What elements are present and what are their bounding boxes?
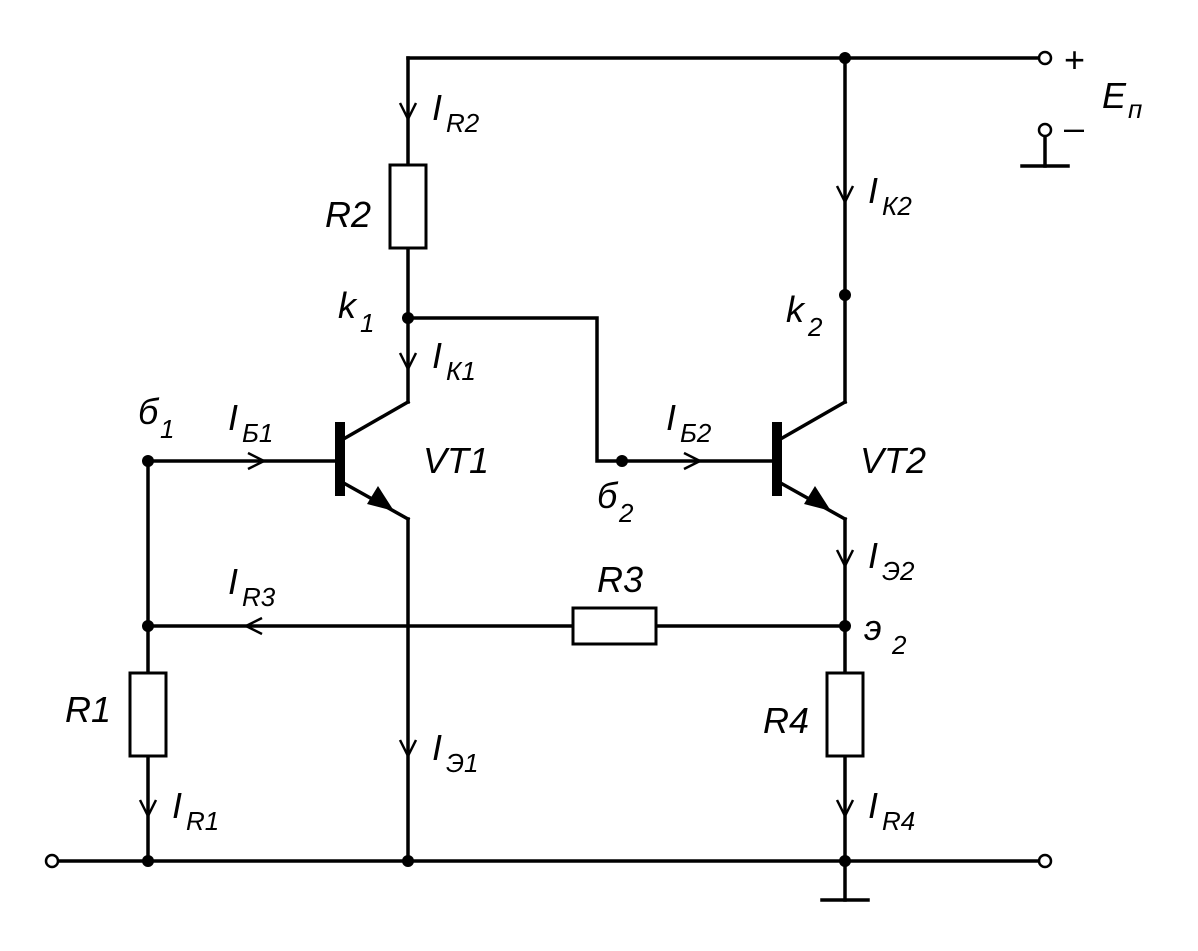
- label-vt2: VT2: [860, 440, 926, 481]
- arrow-ir4-icon: [835, 799, 855, 819]
- label-b1-main: б: [138, 391, 160, 432]
- label-k2-sub: 2: [807, 312, 823, 342]
- label-ib1-sub: Б1: [242, 418, 273, 448]
- label-supply-sub: п: [1128, 94, 1142, 124]
- resistor-r2: [388, 163, 428, 250]
- arrow-ik2-icon: [835, 185, 855, 205]
- label-ib1-main: I: [228, 397, 238, 438]
- arrow-ik1-icon: [398, 352, 418, 372]
- label-b2-sub: 2: [618, 498, 634, 528]
- label-ie2-main: I: [868, 535, 878, 576]
- label-b2-main: б: [597, 475, 619, 516]
- wires: [50, 56, 1070, 902]
- junction-e2: [839, 620, 851, 632]
- arrow-ib2-icon: [683, 451, 703, 471]
- junction-ground-mid: [402, 855, 414, 867]
- junction-k1: [402, 312, 414, 324]
- label-ir3-main: I: [228, 561, 238, 602]
- label-k1-sub: 1: [360, 308, 374, 338]
- terminal-minus: [1037, 122, 1053, 138]
- resistor-r4: [825, 671, 865, 758]
- label-ir4-sub: R4: [882, 806, 915, 836]
- wire-k1-to-b2: [406, 316, 624, 463]
- junction-b2: [616, 455, 628, 467]
- resistors: [128, 163, 865, 758]
- label-ik1-main: I: [432, 335, 442, 376]
- junction-ground-right: [839, 855, 851, 867]
- vt1-emitter-arrow-icon: [367, 486, 394, 511]
- label-ie2-sub: Э2: [882, 556, 915, 586]
- junction-ground-left: [142, 855, 154, 867]
- label-ib2-main: I: [666, 397, 676, 438]
- label-r1: R1: [65, 689, 111, 730]
- arrow-ir2-icon: [398, 102, 418, 122]
- label-b1-sub: 1: [160, 414, 174, 444]
- arrow-ie2-icon: [835, 549, 855, 569]
- label-ir3-sub: R3: [242, 582, 276, 612]
- resistor-r3: [571, 606, 658, 646]
- label-ib2-sub: Б2: [680, 418, 712, 448]
- vt2-emitter-arrow-icon: [804, 486, 831, 511]
- arrow-ib1-icon: [247, 451, 267, 471]
- label-ik2-main: I: [868, 170, 878, 211]
- label-e2-main: э: [864, 607, 882, 648]
- label-supply-minus: –: [1064, 107, 1084, 148]
- transistor-vt2: [772, 399, 848, 522]
- label-ir4-main: I: [868, 785, 878, 826]
- terminals: [44, 50, 1053, 869]
- label-ir1-sub: R1: [186, 806, 219, 836]
- label-k1-main: k: [338, 285, 358, 326]
- junction-rail: [839, 52, 851, 64]
- junction-r1-r3: [142, 620, 154, 632]
- labels: + – E п R2 R1 R4 R3 VT1 VT2 k 1 k 2 б 1 …: [65, 39, 1142, 836]
- label-ik1-sub: К1: [446, 356, 476, 386]
- label-supply-plus: +: [1064, 39, 1085, 80]
- current-arrows: [138, 102, 855, 819]
- vt2-collector-lead: [774, 399, 848, 444]
- arrow-ie1-icon: [398, 739, 418, 759]
- label-ir2-main: I: [432, 87, 442, 128]
- vt1-collector-lead: [337, 399, 411, 444]
- junctions: [142, 52, 851, 867]
- label-r3: R3: [597, 559, 643, 600]
- label-r4: R4: [763, 700, 809, 741]
- label-ir1-main: I: [172, 785, 182, 826]
- label-k2-main: k: [786, 289, 806, 330]
- arrow-ir1-icon: [138, 799, 158, 819]
- label-ie1-sub: Э1: [446, 748, 479, 778]
- label-r2: R2: [325, 194, 371, 235]
- junction-k2: [839, 289, 851, 301]
- arrow-ir3-icon: [243, 616, 263, 636]
- label-vt1: VT1: [423, 440, 489, 481]
- transistor-vt1: [335, 399, 411, 522]
- resistor-r1: [128, 671, 168, 758]
- terminal-ground-right: [1037, 853, 1053, 869]
- terminal-plus: [1037, 50, 1053, 66]
- label-ik2-sub: К2: [882, 191, 912, 221]
- label-e2-sub: 2: [891, 630, 907, 660]
- label-ir2-sub: R2: [446, 108, 480, 138]
- terminal-ground-left: [44, 853, 60, 869]
- label-supply-main: E: [1102, 75, 1127, 116]
- label-ie1-main: I: [432, 727, 442, 768]
- junction-b1: [142, 455, 154, 467]
